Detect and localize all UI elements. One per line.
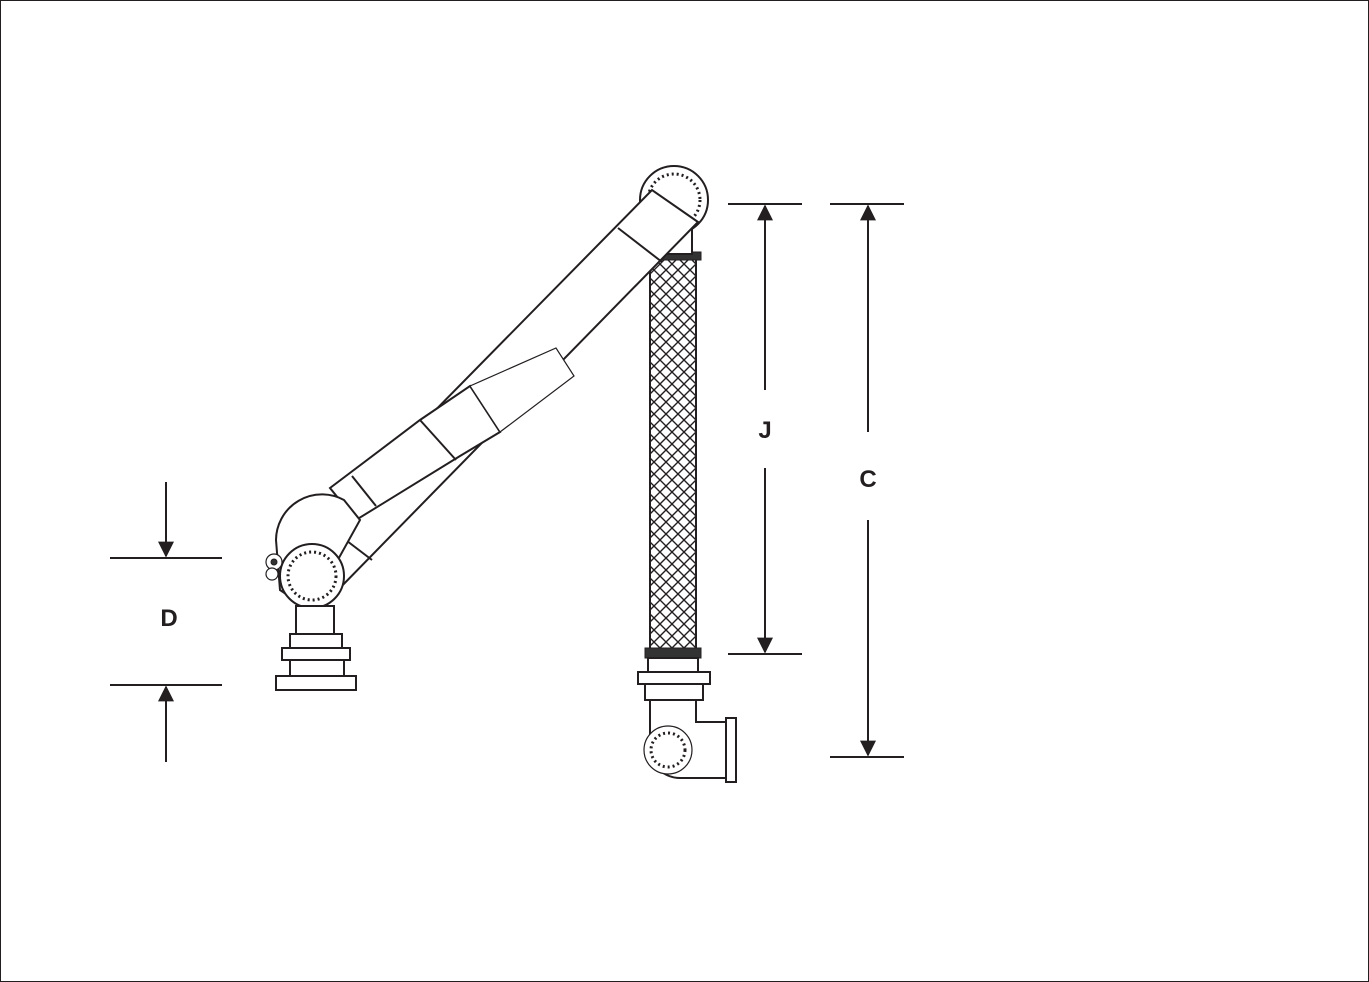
dimension-j: J	[728, 203, 802, 655]
dimension-label-j: J	[758, 417, 771, 444]
dimension-c: C	[830, 203, 904, 758]
vertical-riser	[637, 251, 711, 701]
dimension-label-c: C	[859, 466, 876, 493]
lower-swivel-elbow	[643, 699, 737, 783]
base-riser	[275, 605, 357, 691]
counterweight-assembly	[328, 347, 575, 522]
dimension-label-d: D	[160, 605, 177, 632]
dimension-d: D	[110, 482, 222, 762]
